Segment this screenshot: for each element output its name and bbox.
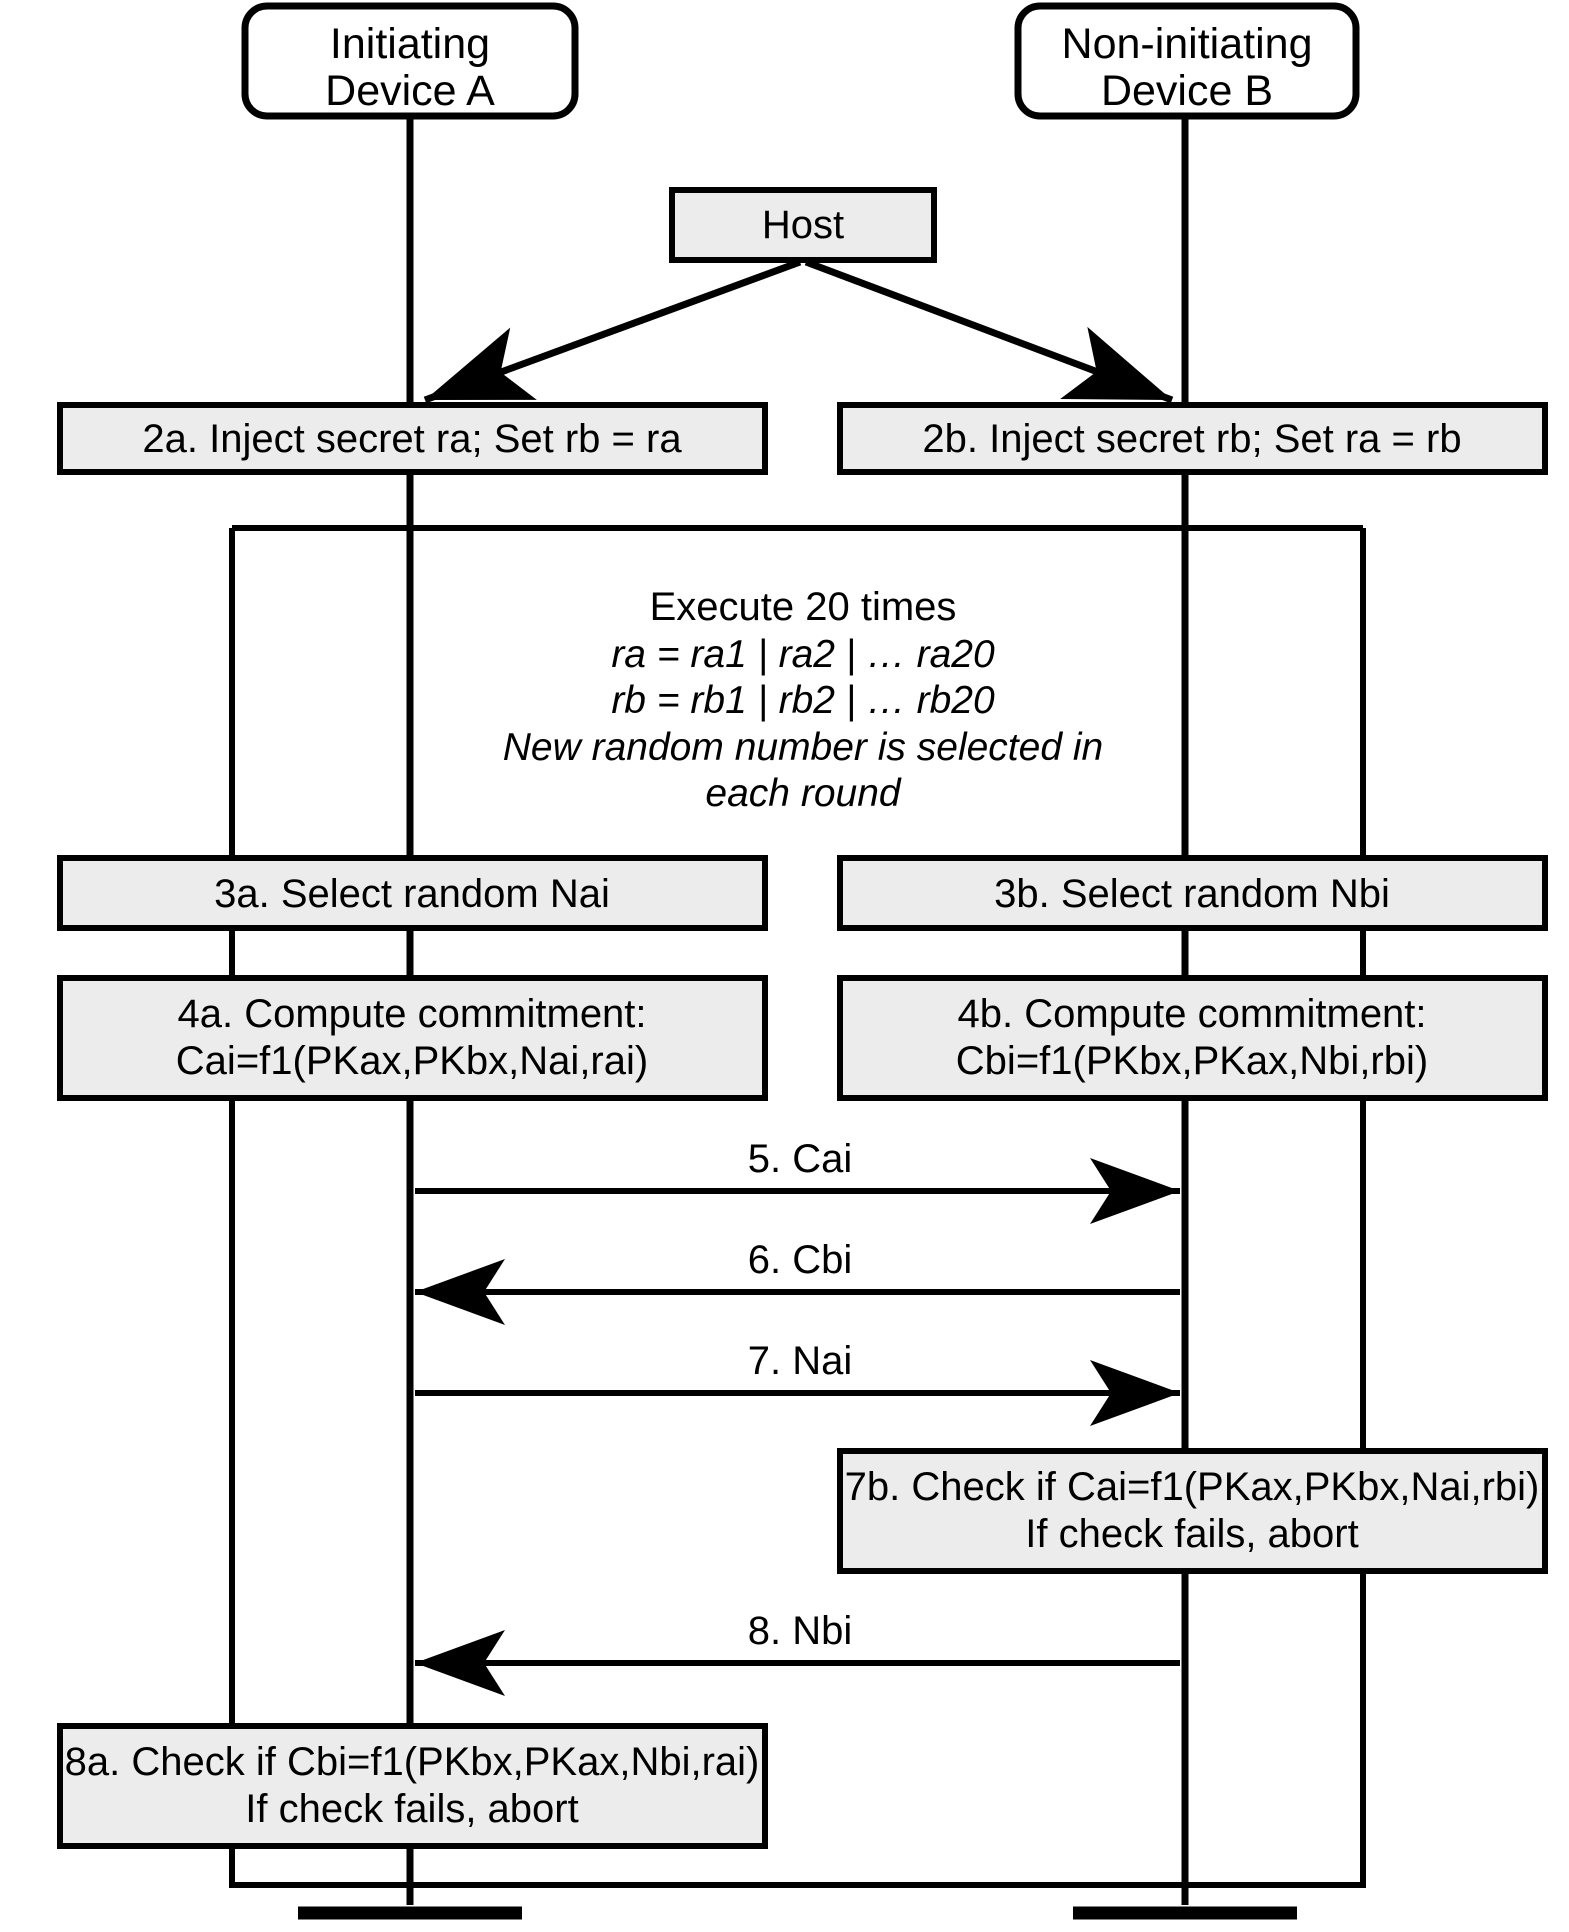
step-4a-box — [57, 975, 768, 1101]
step-4a-line1: 4a. Compute commitment: — [177, 992, 646, 1036]
step-2b-box — [837, 402, 1548, 475]
step-3b-box — [837, 855, 1548, 931]
loop-title: Execute 20 times — [650, 585, 957, 629]
step-8a-line2: If check fails, abort — [245, 1787, 578, 1831]
loop-line-ra: ra = ra1 | ra2 | … ra20 — [611, 633, 995, 676]
step-4a-line2: Cai=f1(PKax,PKbx,Nai,rai) — [176, 1039, 648, 1083]
step-3b-label: 3b. Select random Nbi — [994, 872, 1390, 916]
host-box — [669, 187, 937, 263]
message-7-label: 7. Nai — [748, 1339, 853, 1383]
step-2a-box — [57, 402, 768, 475]
step-2b-label: 2b. Inject secret rb; Set ra = rb — [922, 417, 1461, 461]
host-to-device-b-arrow — [804, 258, 1174, 404]
step-4b-line2: Cbi=f1(PKbx,PKax,Nbi,rbi) — [956, 1039, 1428, 1083]
loop-line-note2: each round — [705, 772, 901, 815]
step-3a-box — [57, 855, 768, 931]
message-5-label: 5. Cai — [748, 1137, 853, 1181]
step-3a-label: 3a. Select random Nai — [214, 872, 610, 916]
header-device-a-line1: Initiating — [330, 20, 490, 68]
step-7b-line1: 7b. Check if Cai=f1(PKax,PKbx,Nai,rbi) — [845, 1465, 1540, 1509]
loop-line-rb: rb = rb1 | rb2 | … rb20 — [611, 679, 995, 722]
host-label: Host — [762, 203, 844, 247]
step-8a-line1: 8a. Check if Cbi=f1(PKbx,PKax,Nbi,rai) — [65, 1740, 760, 1784]
step-2a-label: 2a. Inject secret ra; Set rb = ra — [142, 417, 682, 461]
host-to-device-a-arrow — [423, 258, 802, 404]
header-device-b-line1: Non-initiating — [1062, 20, 1313, 68]
header-device-b-line2: Device B — [1101, 67, 1273, 115]
step-4b-box — [837, 975, 1548, 1101]
loop-line-note1: New random number is selected in — [503, 726, 1103, 769]
step-7b-line2: If check fails, abort — [1025, 1512, 1358, 1556]
step-7b-box — [837, 1448, 1548, 1574]
message-6-label: 6. Cbi — [748, 1238, 853, 1282]
step-8a-box — [57, 1723, 768, 1849]
header-box-device-a — [241, 2, 579, 120]
message-8-label: 8. Nbi — [748, 1609, 853, 1653]
header-device-a-line2: Device A — [325, 67, 495, 115]
step-4b-line1: 4b. Compute commitment: — [957, 992, 1426, 1036]
header-box-device-b — [1014, 2, 1360, 120]
